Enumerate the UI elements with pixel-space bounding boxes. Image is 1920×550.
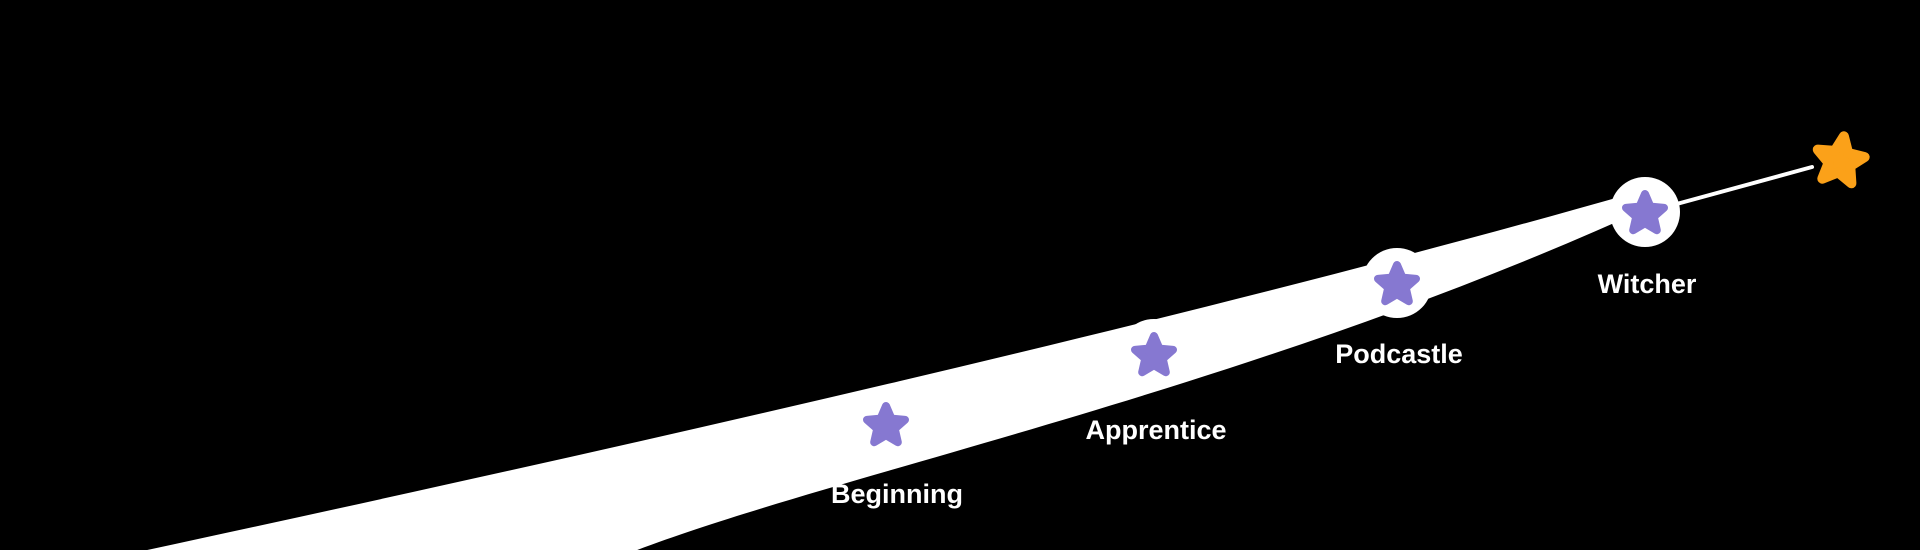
star-icon [1374, 261, 1420, 306]
milestone-label: Beginning [831, 479, 963, 509]
connector-line [1660, 165, 1814, 210]
milestone-3: Podcastle [1335, 248, 1463, 369]
star-icon [863, 402, 909, 447]
milestone-2: Apprentice [1085, 319, 1227, 445]
milestone-label: Apprentice [1085, 415, 1226, 445]
milestone-label: Witcher [1598, 269, 1697, 299]
milestone-1: Beginning [831, 389, 963, 509]
milestone-4: Witcher [1598, 177, 1697, 299]
star-icon [1131, 332, 1177, 377]
milestone-label: Podcastle [1335, 339, 1463, 369]
star-icon [1622, 190, 1668, 235]
shooting-star-icon [1812, 131, 1870, 189]
final-milestone [1812, 131, 1870, 189]
